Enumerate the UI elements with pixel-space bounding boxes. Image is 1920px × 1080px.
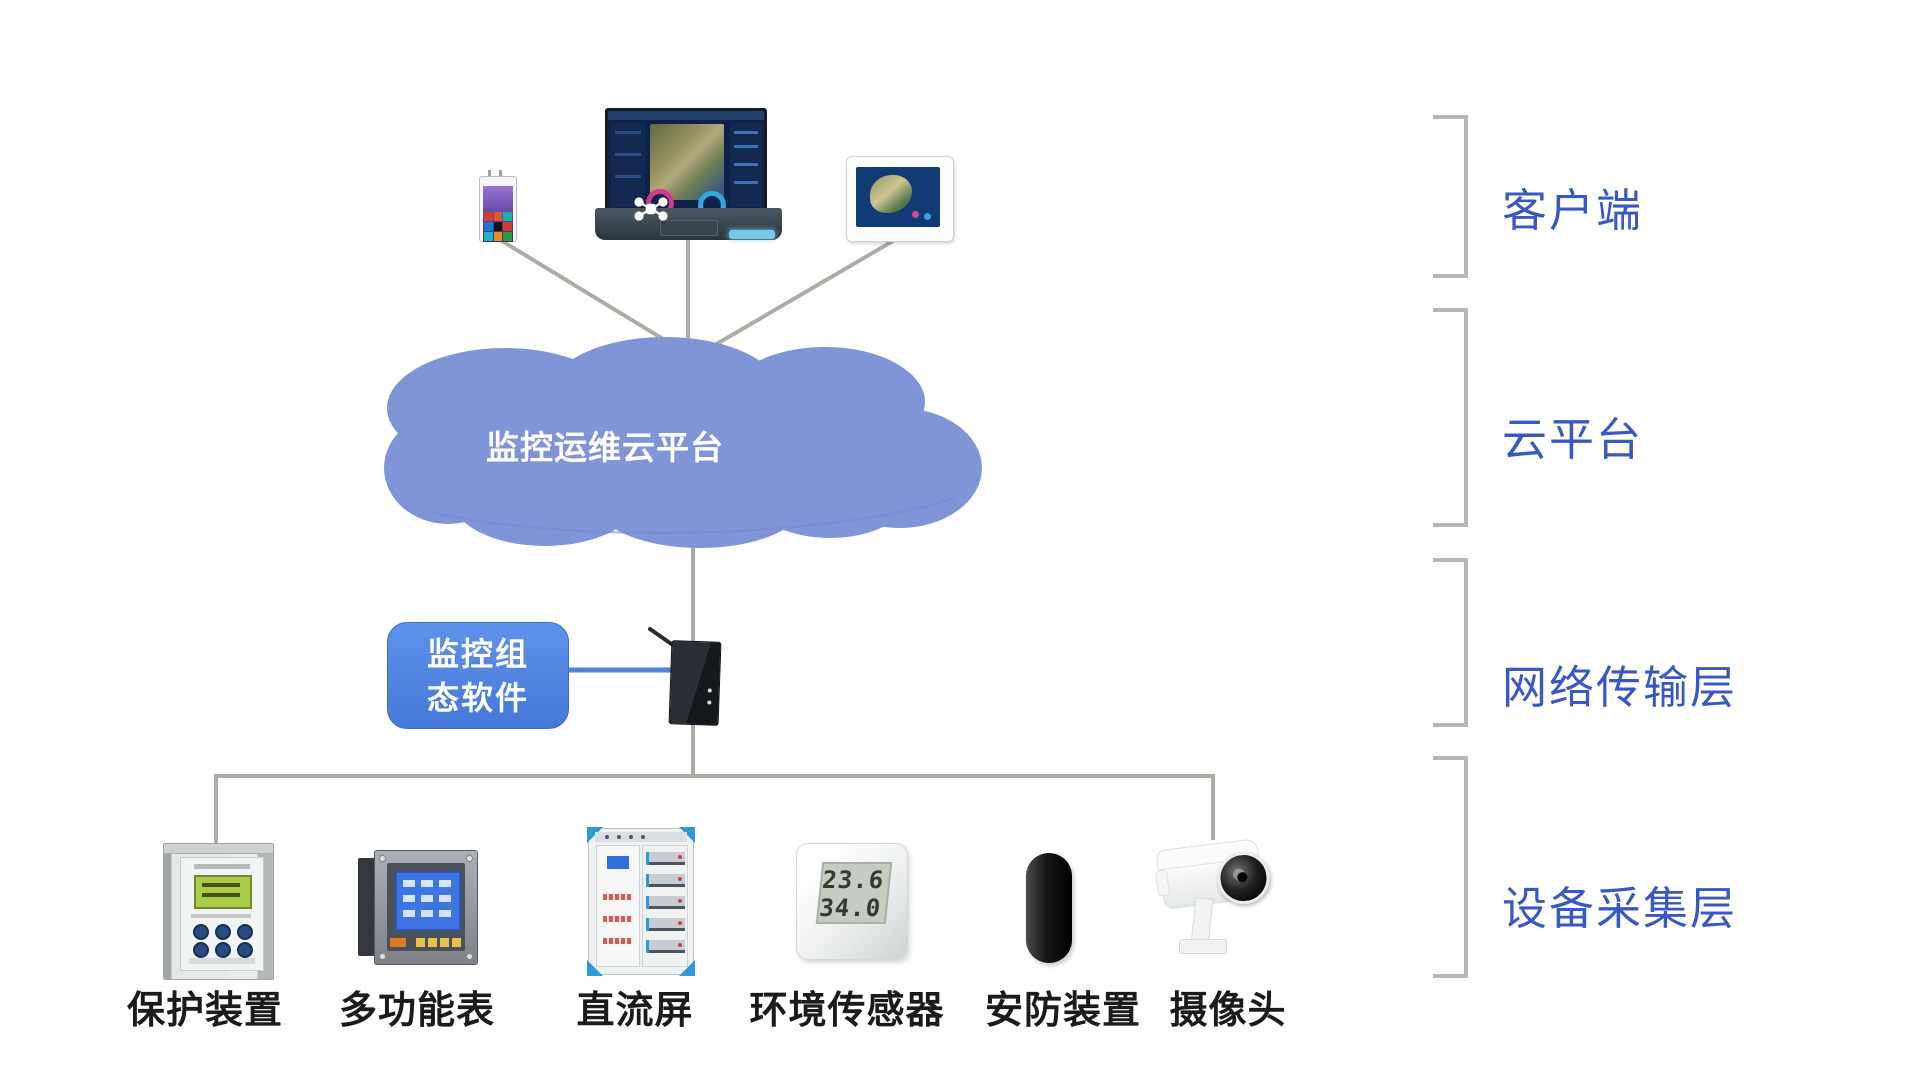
meter-button [440, 938, 449, 947]
security-device-icon [1026, 853, 1072, 963]
relay-button [193, 942, 209, 958]
meter-bezel [387, 863, 465, 951]
relay-button [215, 942, 231, 958]
layer-label-cloud-platform: 云平台 [1502, 415, 1644, 465]
scada-software-box: 监控组 态软件 [387, 622, 569, 729]
phone-screen [483, 186, 513, 242]
gateway-led [707, 700, 712, 705]
relay-button [193, 924, 209, 940]
laptop-screen-right-panel [730, 123, 763, 207]
device-label-protection: 保护装置 [126, 990, 283, 1032]
relay-button [237, 942, 253, 958]
laptop-screen [605, 108, 767, 212]
phone-antenna-nub [488, 170, 491, 177]
dc-panel-display [607, 856, 629, 869]
tablet-icon [846, 156, 954, 242]
laptop-donut-chart [698, 191, 726, 209]
phone-cloud-line [495, 236, 693, 358]
scada-software-label-line2: 态软件 [426, 679, 529, 716]
meter-brand-tag [390, 938, 406, 947]
device-label-env-sensor: 环境传感器 [749, 990, 945, 1032]
relay-top-cap [164, 844, 273, 854]
env-sensor-display: 23.6 34.0 [815, 862, 893, 924]
tablet-cloud-line [694, 239, 895, 358]
laptop-icon [595, 108, 782, 240]
device-label-camera: 摄像头 [1169, 990, 1287, 1032]
phone-antenna-nub [499, 170, 502, 177]
device-label-meter: 多功能表 [338, 990, 495, 1032]
multifunction-meter-icon [358, 850, 478, 965]
layer-label-client: 客户端 [1502, 186, 1644, 236]
tablet-screen [856, 167, 940, 227]
camera-mount-arm [1190, 897, 1214, 945]
relay-button [215, 924, 231, 940]
scada-software-label-line1: 监控组 [426, 635, 529, 672]
device-label-dc-panel: 直流屏 [576, 990, 694, 1032]
bracket-client [1433, 115, 1468, 278]
protection-device-icon [163, 843, 274, 980]
meter-button [452, 938, 461, 947]
dc-panel-left-door [596, 845, 640, 967]
meter-front-panel [374, 850, 478, 965]
phone-icon [479, 170, 517, 242]
dc-panel-rack [642, 845, 688, 967]
gateway-led [707, 688, 712, 693]
layer-label-network-transport: 网络传输层 [1502, 663, 1738, 713]
meter-lcd [395, 871, 461, 931]
gray-connector-lines [214, 236, 1215, 845]
relay-front-panel [180, 857, 264, 971]
drone-logo-icon [634, 197, 668, 221]
laptop-screen-menubar [608, 111, 764, 120]
bracket-network-transport [1433, 558, 1468, 727]
laptop-screen-left-panel [611, 123, 645, 207]
bracket-cloud-platform [1433, 308, 1468, 527]
cloud-platform-title: 监控运维云平台 [486, 429, 724, 466]
relay-title-bar [194, 864, 250, 869]
cctv-camera-icon [1154, 838, 1275, 968]
layer-brackets [1433, 115, 1468, 978]
relay-lcd [194, 875, 252, 909]
laptop-touchpad [660, 220, 718, 236]
cloud-shape [384, 337, 982, 548]
phone-tile-grid [484, 212, 512, 241]
phone-body [479, 176, 517, 242]
tablet-gauge-dot [912, 211, 919, 218]
dc-panel-header [595, 832, 687, 842]
relay-label-strip [189, 958, 255, 964]
bracket-device-collection [1433, 756, 1468, 978]
device-label-security: 安防装置 [984, 990, 1141, 1032]
cloud-seam-line [429, 497, 956, 534]
layer-label-device-collection: 设备采集层 [1502, 884, 1738, 934]
tablet-screen-map [870, 175, 912, 213]
gateway-icon [668, 640, 722, 726]
meter-button [416, 938, 425, 947]
tablet-gauge-dot [924, 213, 931, 220]
relay-button [237, 924, 253, 940]
laptop-glow-strip [729, 230, 775, 239]
env-humidity-value: 34.0 [817, 894, 883, 922]
camera-mount-base [1179, 939, 1227, 954]
relay-text-line [191, 914, 251, 918]
laptop-screen-map [650, 124, 724, 200]
meter-button [428, 938, 437, 947]
dc-panel-icon [587, 827, 695, 976]
environment-sensor-icon: 23.6 34.0 [796, 843, 908, 960]
env-temperature-value: 23.6 [820, 866, 886, 894]
